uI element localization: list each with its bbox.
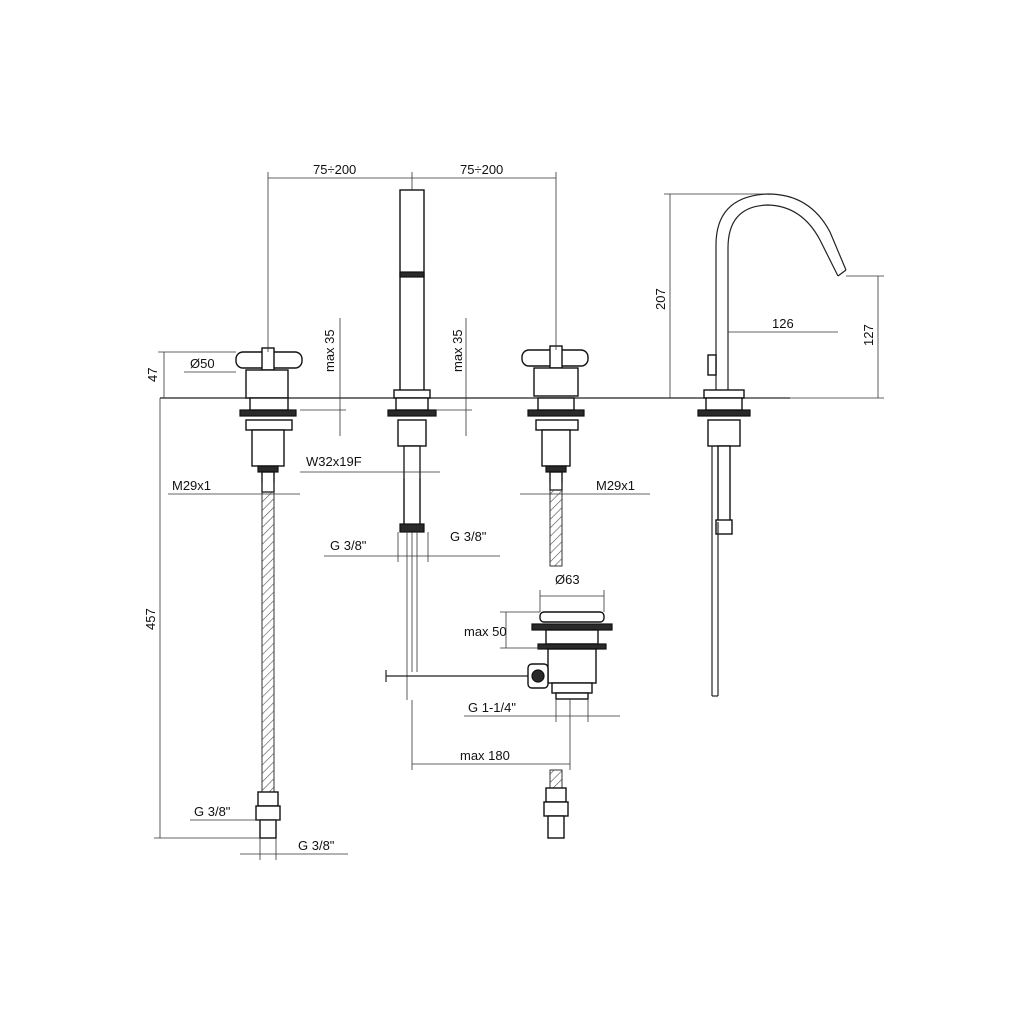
dim-thread-left: M29x1: [172, 478, 211, 493]
drain-assembly: [527, 611, 613, 700]
dim-spout-reach: 126: [772, 316, 794, 331]
dim-g38-spout-left: G 3/8": [330, 538, 367, 553]
dim-max35-right: max 35: [450, 329, 465, 372]
dim-g38-spout-right: G 3/8": [450, 529, 487, 544]
dim-spacing-right: 75÷200: [460, 162, 503, 177]
dim-max35-left: max 35: [322, 329, 337, 372]
dim-hose-length: 457: [143, 608, 158, 630]
spout: [697, 193, 847, 697]
dimension-lines: [154, 172, 884, 860]
dim-spout-outlet-height: 127: [861, 324, 876, 346]
dim-drain-diameter: Ø63: [555, 572, 580, 587]
dim-hose-end-lower: G 3/8": [298, 838, 335, 853]
dim-drain-thread: G 1-1/4": [468, 700, 516, 715]
dim-spout-height: 207: [653, 288, 668, 310]
dim-handle-diameter: Ø50: [190, 356, 215, 371]
dim-thread-right: M29x1: [596, 478, 635, 493]
right-valve: [521, 345, 589, 839]
dim-spacing-left: 75÷200: [313, 162, 356, 177]
dim-drain-max180: max 180: [460, 748, 510, 763]
center-body: [385, 189, 530, 700]
dim-spout-thread: W32x19F: [306, 454, 362, 469]
dim-hose-end-upper: G 3/8": [194, 804, 231, 819]
dim-handle-height: 47: [145, 368, 160, 382]
dim-drain-max50: max 50: [464, 624, 507, 639]
left-valve: [235, 347, 303, 839]
